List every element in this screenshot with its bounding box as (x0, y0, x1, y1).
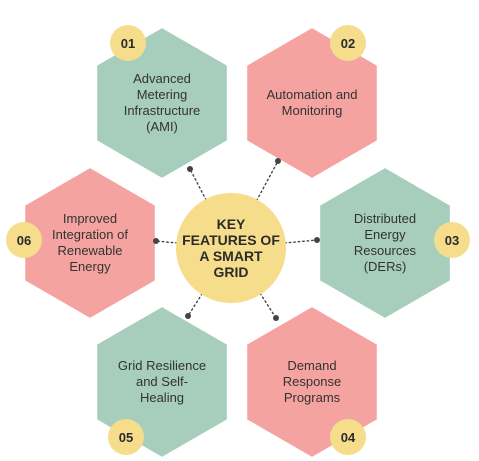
feature-label-line: Renewable (57, 243, 123, 258)
feature-hexagon-06 (23, 166, 157, 320)
number-badge-03 (434, 222, 470, 258)
feature-label-line: Improved (62, 211, 118, 226)
center-title-line: FEATURES OF (182, 232, 280, 248)
badge-number-05: 05 (118, 429, 134, 445)
connector-dot-02 (275, 158, 281, 164)
feature-hexagon-03 (318, 166, 452, 320)
number-badge-02 (330, 25, 366, 61)
connector-dot-03 (314, 237, 320, 243)
feature-label-line: Automation and (266, 87, 358, 102)
number-badge-06 (6, 222, 42, 258)
connector-dot-06 (153, 238, 159, 244)
connector-dot-04 (273, 315, 279, 321)
center-circle (176, 193, 286, 303)
number-badge-05 (108, 419, 144, 455)
feature-label-line: Distributed (353, 211, 417, 226)
badge-number-06: 06 (16, 232, 32, 248)
number-badge-01 (110, 25, 146, 61)
feature-label-line: Resources (353, 243, 417, 258)
feature-label-line: Metering (136, 87, 188, 102)
badge-number-02: 02 (340, 35, 356, 51)
feature-label-line: (AMI) (146, 119, 178, 134)
feature-label-line: Demand (287, 358, 337, 373)
center-title-line: A SMART (199, 248, 263, 264)
feature-label-line: and Self- (135, 374, 189, 389)
feature-label-line: Integration of (52, 227, 128, 242)
number-badge-04 (330, 419, 366, 455)
feature-label-line: (DERs) (363, 259, 407, 274)
center-title-line: KEY (216, 216, 246, 232)
badge-number-01: 01 (120, 35, 136, 51)
feature-label-line: Infrastructure (123, 103, 201, 118)
feature-hexagon-01 (95, 26, 229, 180)
feature-hexagon-02 (245, 26, 379, 180)
feature-label-line: Advanced (133, 71, 191, 86)
feature-label-line: Energy (364, 227, 406, 242)
feature-label-line: Monitoring (281, 103, 343, 118)
feature-label-line: Healing (139, 390, 185, 405)
connector-dot-05 (185, 313, 191, 319)
badge-number-04: 04 (340, 429, 356, 445)
center-title-line: GRID (213, 264, 249, 280)
badge-number-03: 03 (444, 232, 460, 248)
connector-dot-01 (187, 166, 193, 172)
feature-label-line: Response (282, 374, 342, 389)
feature-label-line: Energy (69, 259, 111, 274)
feature-label-line: Grid Resilience (117, 358, 207, 373)
feature-label-line: Programs (283, 390, 341, 405)
